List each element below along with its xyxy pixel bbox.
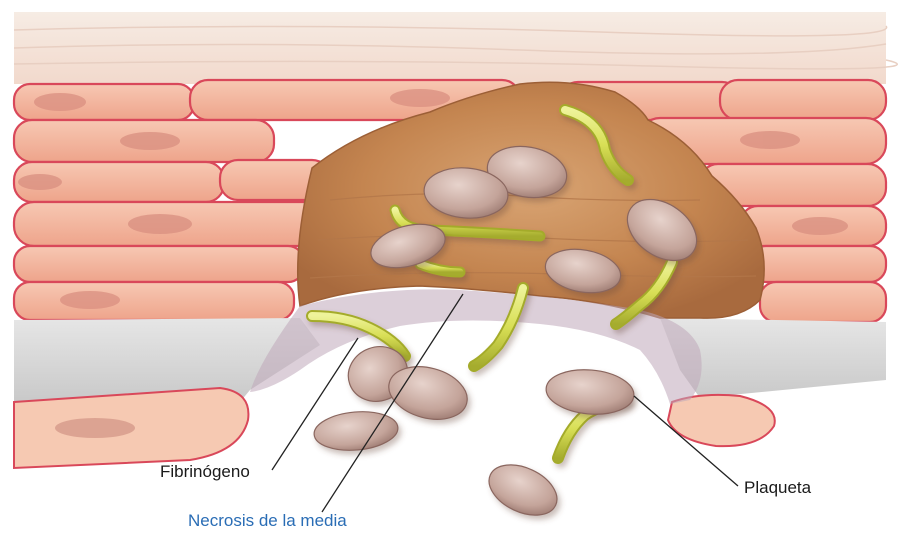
platelet-icon bbox=[313, 408, 400, 453]
muscle-cell bbox=[14, 246, 304, 282]
platelet-label: Plaqueta bbox=[744, 478, 811, 498]
fibrinogen-label: Fibrinógeno bbox=[160, 462, 250, 482]
muscle-cell bbox=[14, 282, 294, 320]
muscle-cell bbox=[750, 246, 886, 282]
platelet-icon bbox=[544, 366, 636, 418]
endothelial-nucleus bbox=[55, 418, 135, 438]
media-necrosis-label: Necrosis de la media bbox=[188, 511, 347, 531]
muscle-cell bbox=[720, 80, 886, 120]
muscle-cell bbox=[760, 282, 886, 322]
platelet-icon bbox=[481, 455, 565, 525]
